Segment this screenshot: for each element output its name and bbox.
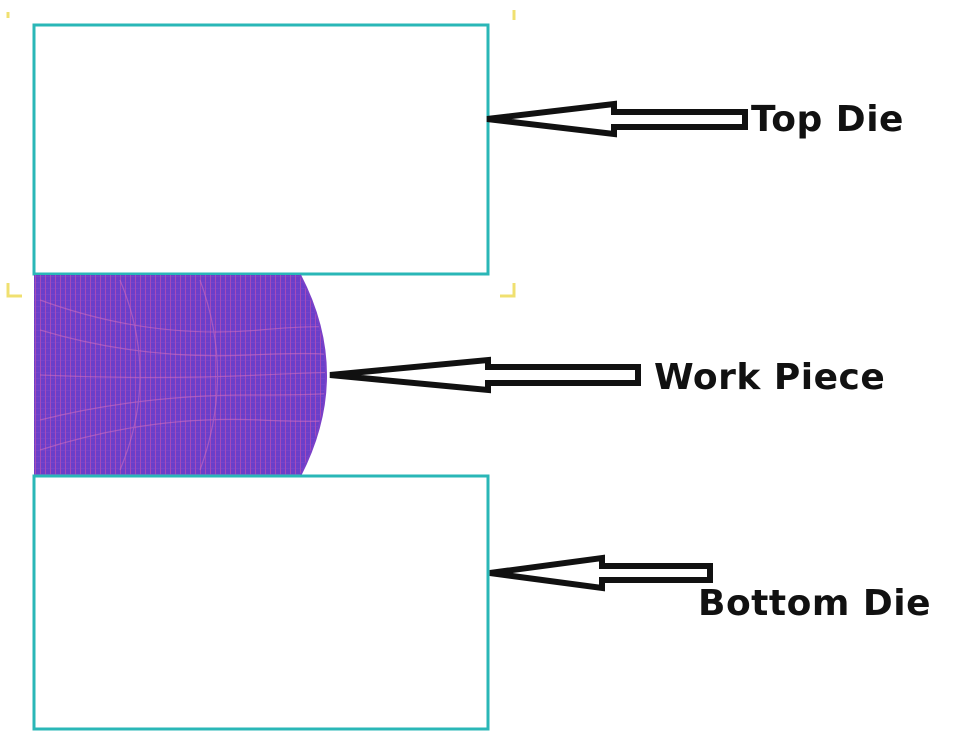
bottom-die-arrow	[489, 554, 713, 592]
work-piece-arrow	[329, 356, 641, 394]
work-piece	[34, 274, 327, 477]
top-die	[32, 23, 490, 276]
corner-bottom-left	[6, 283, 22, 298]
work-piece-mesh-flow	[39, 279, 326, 471]
selection-corners	[6, 10, 516, 298]
bottom-die-label: Bottom Die	[698, 583, 932, 624]
bottom-die	[32, 474, 490, 731]
work-piece-label: Work Piece	[654, 357, 886, 398]
top-die-label: Top Die	[751, 99, 904, 140]
top-die-arrow	[486, 100, 748, 138]
corner-bottom-right	[500, 283, 516, 298]
